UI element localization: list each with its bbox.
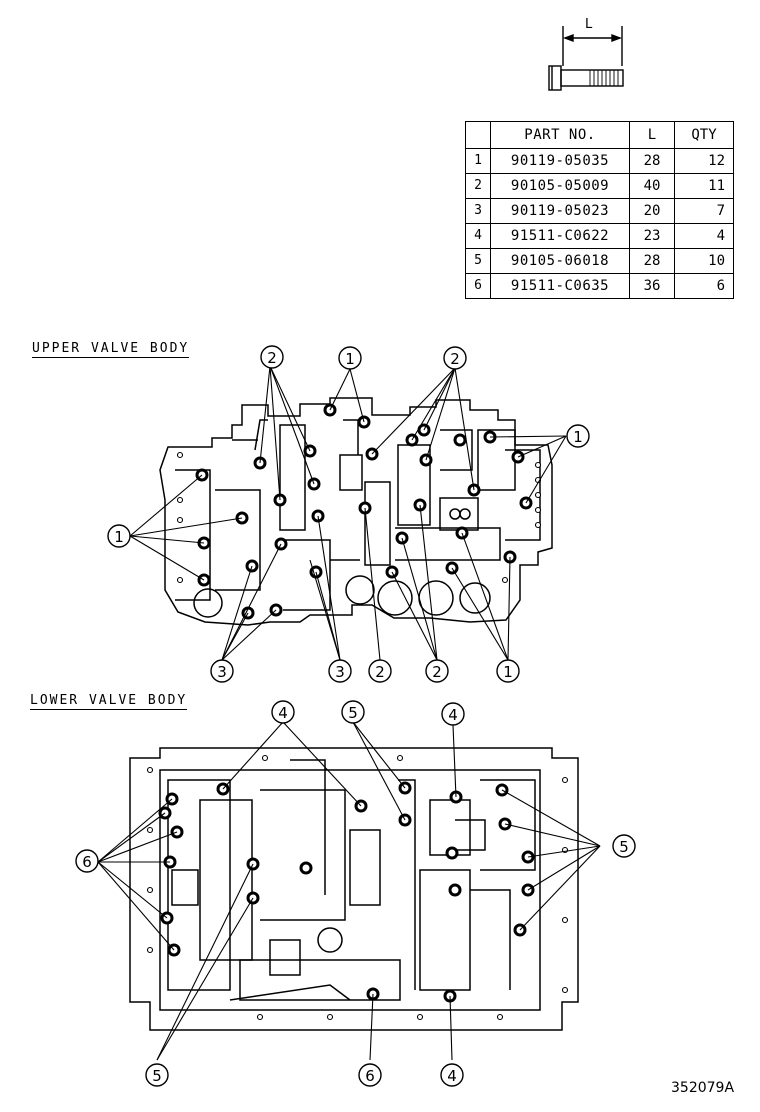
row-index: 3: [465, 198, 491, 224]
svg-text:3: 3: [335, 663, 345, 681]
svg-text:4: 4: [448, 706, 458, 724]
svg-text:2: 2: [375, 663, 385, 681]
row-length: 40: [629, 173, 675, 199]
table-row: 3 90119-05023 20 7: [465, 198, 734, 224]
table-row: 5 90105-06018 28 10: [465, 248, 734, 274]
row-length: 23: [629, 223, 675, 249]
parts-table: PART NO. L QTY 1 90119-05035 28 12 2 901…: [465, 121, 734, 299]
svg-text:2: 2: [432, 663, 442, 681]
svg-text:3: 3: [217, 663, 227, 681]
svg-text:5: 5: [152, 1067, 162, 1085]
callout-upper-3b: 3: [328, 659, 352, 683]
row-length: 36: [629, 273, 675, 299]
row-index: 5: [465, 248, 491, 274]
row-part-no: 91511-C0635: [490, 273, 630, 299]
callout-upper-1a: 1: [338, 346, 362, 370]
svg-text:2: 2: [450, 350, 460, 368]
header-qty: QTY: [674, 121, 734, 149]
table-row: 6 91511-C0635 36 6: [465, 273, 734, 299]
table-header-row: PART NO. L QTY: [465, 121, 734, 149]
callout-upper-2d: 2: [425, 659, 449, 683]
row-index: 6: [465, 273, 491, 299]
callout-upper-3a: 3: [210, 659, 234, 683]
upper-valve-body-title: UPPER VALVE BODY: [32, 341, 190, 358]
svg-text:5: 5: [619, 838, 629, 856]
callout-upper-1c: 1: [107, 524, 131, 548]
row-part-no: 90105-06018: [490, 248, 630, 274]
table-row: 1 90119-05035 28 12: [465, 148, 734, 174]
row-part-no: 90119-05023: [490, 198, 630, 224]
table-row: 4 91511-C0622 23 4: [465, 223, 734, 249]
row-qty: 6: [674, 273, 734, 299]
row-part-no: 90119-05035: [490, 148, 630, 174]
row-length: 28: [629, 248, 675, 274]
callout-upper-1d: 1: [496, 659, 520, 683]
callout-upper-2c: 2: [368, 659, 392, 683]
row-qty: 11: [674, 173, 734, 199]
callout-lower-4c: 4: [440, 1063, 464, 1087]
bolt-length-label: L: [585, 17, 593, 32]
callout-upper-2b: 2: [443, 346, 467, 370]
callout-upper-1b: 1: [566, 424, 590, 448]
svg-text:1: 1: [114, 528, 124, 546]
svg-text:1: 1: [345, 350, 355, 368]
callout-lower-4a: 4: [271, 700, 295, 724]
svg-text:1: 1: [573, 428, 583, 446]
lower-valve-body-title: LOWER VALVE BODY: [30, 693, 188, 710]
callout-upper-2a: 2: [260, 345, 284, 369]
svg-text:4: 4: [278, 704, 288, 722]
svg-text:1: 1: [503, 663, 513, 681]
callout-lower-5b: 5: [612, 834, 636, 858]
row-length: 28: [629, 148, 675, 174]
svg-text:2: 2: [267, 349, 277, 367]
svg-text:6: 6: [365, 1067, 375, 1085]
callout-lower-6b: 6: [358, 1063, 382, 1087]
row-length: 20: [629, 198, 675, 224]
callout-lower-4b: 4: [441, 702, 465, 726]
header-part-no: PART NO.: [490, 121, 630, 149]
svg-text:6: 6: [82, 853, 92, 871]
callout-lower-5c: 5: [145, 1063, 169, 1087]
drawing-code: 352079A: [671, 1080, 735, 1096]
row-qty: 4: [674, 223, 734, 249]
row-qty: 10: [674, 248, 734, 274]
callout-lower-5a: 5: [341, 700, 365, 724]
svg-text:4: 4: [447, 1067, 457, 1085]
svg-text:5: 5: [348, 704, 358, 722]
callout-lower-6a: 6: [75, 849, 99, 873]
